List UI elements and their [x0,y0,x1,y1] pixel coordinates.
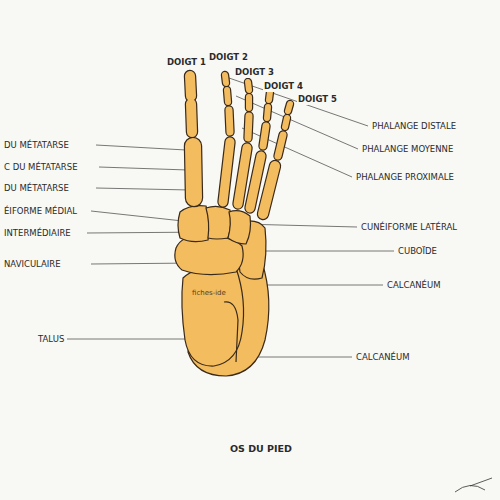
part-label: PHALANGE MOYENNE [361,144,454,155]
toe-bones [190,75,290,214]
toe-number: DOIGT 4 [263,81,304,92]
part-label: CUNÉIFORME LATÉRAL [360,222,458,233]
watermark: fiches-ide [191,288,227,299]
part-label: DU MÉTATARSE [3,183,70,194]
part-label: ÉIFORME MÉDIAL [3,206,78,217]
part-label: INTERMÉDIAIRE [3,228,72,239]
signature-mark [455,478,492,492]
part-label: PHALANGE PROXIMALE [355,172,455,183]
part-label: NAVICULAIRE [3,259,62,270]
intermediate-cuneiform [206,206,231,239]
part-label: TALUS [37,334,65,345]
part-label: C DU MÉTATARSE [3,162,79,173]
toe-number: DOIGT 3 [234,67,275,78]
part-label: CUBOÏDE [397,246,438,257]
part-label: CALCANÉUM [355,352,411,363]
hindfoot-bones [175,206,269,376]
toe-number: DOIGT 1 [166,57,207,68]
toe-number: DOIGT 5 [297,94,338,105]
lateral-cuneiform [228,211,251,244]
part-label: CALCANÉUM [386,280,442,291]
caption: OS DU PIED [229,443,293,454]
talus-contour [224,302,238,362]
talus-bone [182,266,244,366]
part-label: DU MÉTATARSE [3,140,70,151]
part-label: PHALANGE DISTALE [371,121,457,132]
toe-number: DOIGT 2 [208,52,249,63]
medial-cuneiform [178,206,210,242]
